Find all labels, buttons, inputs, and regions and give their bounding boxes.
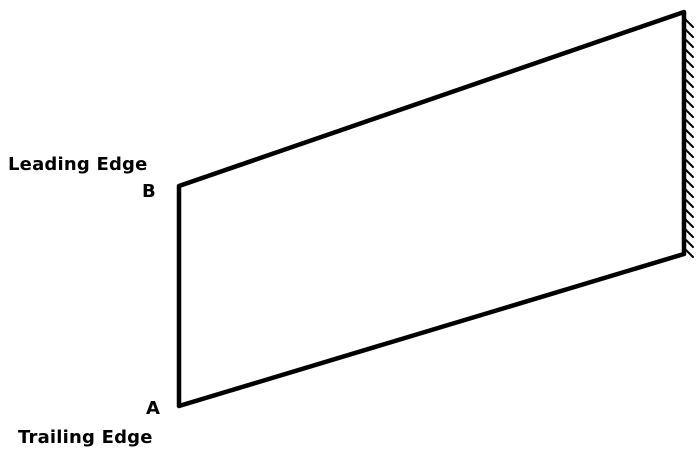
root-hatch-mark — [683, 187, 694, 198]
root-hatch-mark — [683, 237, 694, 248]
root-hatch-mark — [683, 127, 694, 138]
root-hatch-mark — [683, 217, 694, 228]
root-hatch-mark — [683, 117, 694, 128]
root-hatch-mark — [683, 17, 694, 28]
root-hatch-mark — [683, 167, 694, 178]
root-hatch-mark — [683, 177, 694, 188]
leading-edge-label: Leading Edge — [8, 154, 148, 175]
root-hatch-mark — [683, 77, 694, 88]
root-hatch-mark — [683, 27, 694, 38]
root-hatch-mark — [683, 137, 694, 148]
root-hatch-mark — [683, 247, 694, 258]
point-b-label: B — [142, 181, 156, 202]
root-hatch-mark — [683, 107, 694, 118]
trailing-edge-label: Trailing Edge — [18, 427, 153, 448]
fixed-root-support-hatch — [683, 17, 694, 258]
root-hatch-mark — [683, 67, 694, 78]
root-hatch-mark — [683, 197, 694, 208]
root-hatch-mark — [683, 157, 694, 168]
root-hatch-mark — [683, 207, 694, 218]
root-hatch-mark — [683, 87, 694, 98]
point-a-label: A — [146, 398, 160, 419]
root-hatch-mark — [683, 57, 694, 68]
wing-panel-outline — [176, 9, 687, 409]
root-hatch-mark — [683, 37, 694, 48]
root-hatch-mark — [683, 147, 694, 158]
root-hatch-mark — [683, 227, 694, 238]
root-hatch-mark — [683, 97, 694, 108]
root-hatch-mark — [683, 47, 694, 58]
